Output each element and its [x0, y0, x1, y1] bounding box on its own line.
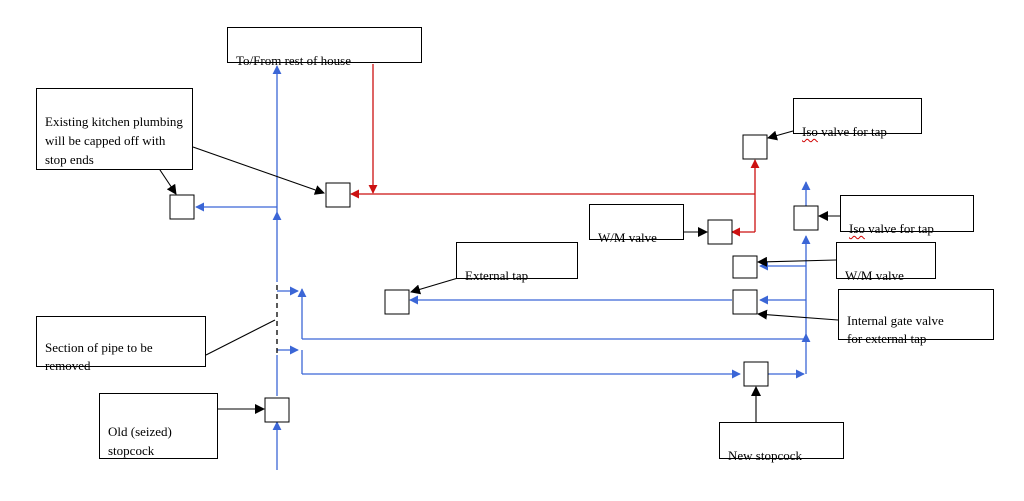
callout-wm-valve-left: W/M valve — [589, 204, 684, 245]
section-removed-text: Section of pipe to be removed — [45, 340, 153, 373]
iso-valve-rest-1: valve for tap — [817, 124, 887, 139]
leader-wm-valve-right — [757, 256, 837, 267]
callout-to-from-house: To/From rest of house — [227, 27, 422, 68]
iso-valve-rest-2: valve for tap — [864, 221, 934, 236]
leader-section-removed — [205, 319, 276, 356]
leader-arrows — [157, 130, 840, 422]
callout-internal-gate-valve: Internal gate valve for external tap — [838, 289, 994, 346]
internal-gate-valve-text: Internal gate valve for external tap — [847, 313, 944, 346]
hot-stop-end-box — [325, 182, 351, 208]
new-stopcock-text: New stopcock — [728, 448, 803, 463]
wm-valve-left-text: W/M valve — [598, 230, 657, 245]
old-stopcock-text: Old (seized) stopcock — [108, 424, 172, 458]
callout-iso-valve-tap-1: Iso valve for tap — [793, 98, 922, 139]
cold-pipes — [195, 65, 811, 470]
external-tap-text: External tap — [465, 268, 529, 283]
gate-valve-box — [732, 289, 758, 315]
iso-word-2: Iso — [849, 221, 865, 236]
iso-valve-box-2 — [793, 205, 819, 231]
leader-existing-kitchen-to-stop-end — [157, 166, 177, 195]
existing-kitchen-text: Existing kitchen plumbing will be capped… — [45, 114, 183, 167]
to-from-house-text: To/From rest of house — [236, 53, 351, 68]
callout-new-stopcock: New stopcock — [719, 422, 844, 463]
callout-iso-valve-tap-2: Iso valve for tap — [840, 195, 974, 236]
wm-valve-box-left — [707, 219, 733, 245]
callout-external-tap: External tap — [456, 242, 578, 283]
callout-wm-valve-right: W/M valve — [836, 242, 936, 283]
new-stopcock-box — [743, 361, 769, 387]
wm-valve-right-text: W/M valve — [845, 268, 904, 283]
callout-section-removed: Section of pipe to be removed — [36, 316, 206, 373]
iso-valve-box-1 — [742, 134, 768, 160]
leader-existing-kitchen-to-hot-box — [192, 146, 325, 195]
external-tap-box — [384, 289, 410, 315]
hot-pipes — [350, 64, 760, 237]
wm-valve-box-right — [732, 255, 758, 279]
old-stopcock-box — [264, 397, 290, 423]
leader-iso-valve-1 — [767, 130, 794, 141]
leader-gate-valve — [757, 309, 839, 321]
iso-word-1: Iso — [802, 124, 818, 139]
leader-external-tap — [410, 277, 459, 295]
callout-existing-kitchen: Existing kitchen plumbing will be capped… — [36, 88, 193, 170]
kitchen-stop-end-box — [169, 194, 195, 220]
fittings — [169, 134, 819, 423]
callout-old-stopcock: Old (seized) stopcock — [99, 393, 218, 459]
